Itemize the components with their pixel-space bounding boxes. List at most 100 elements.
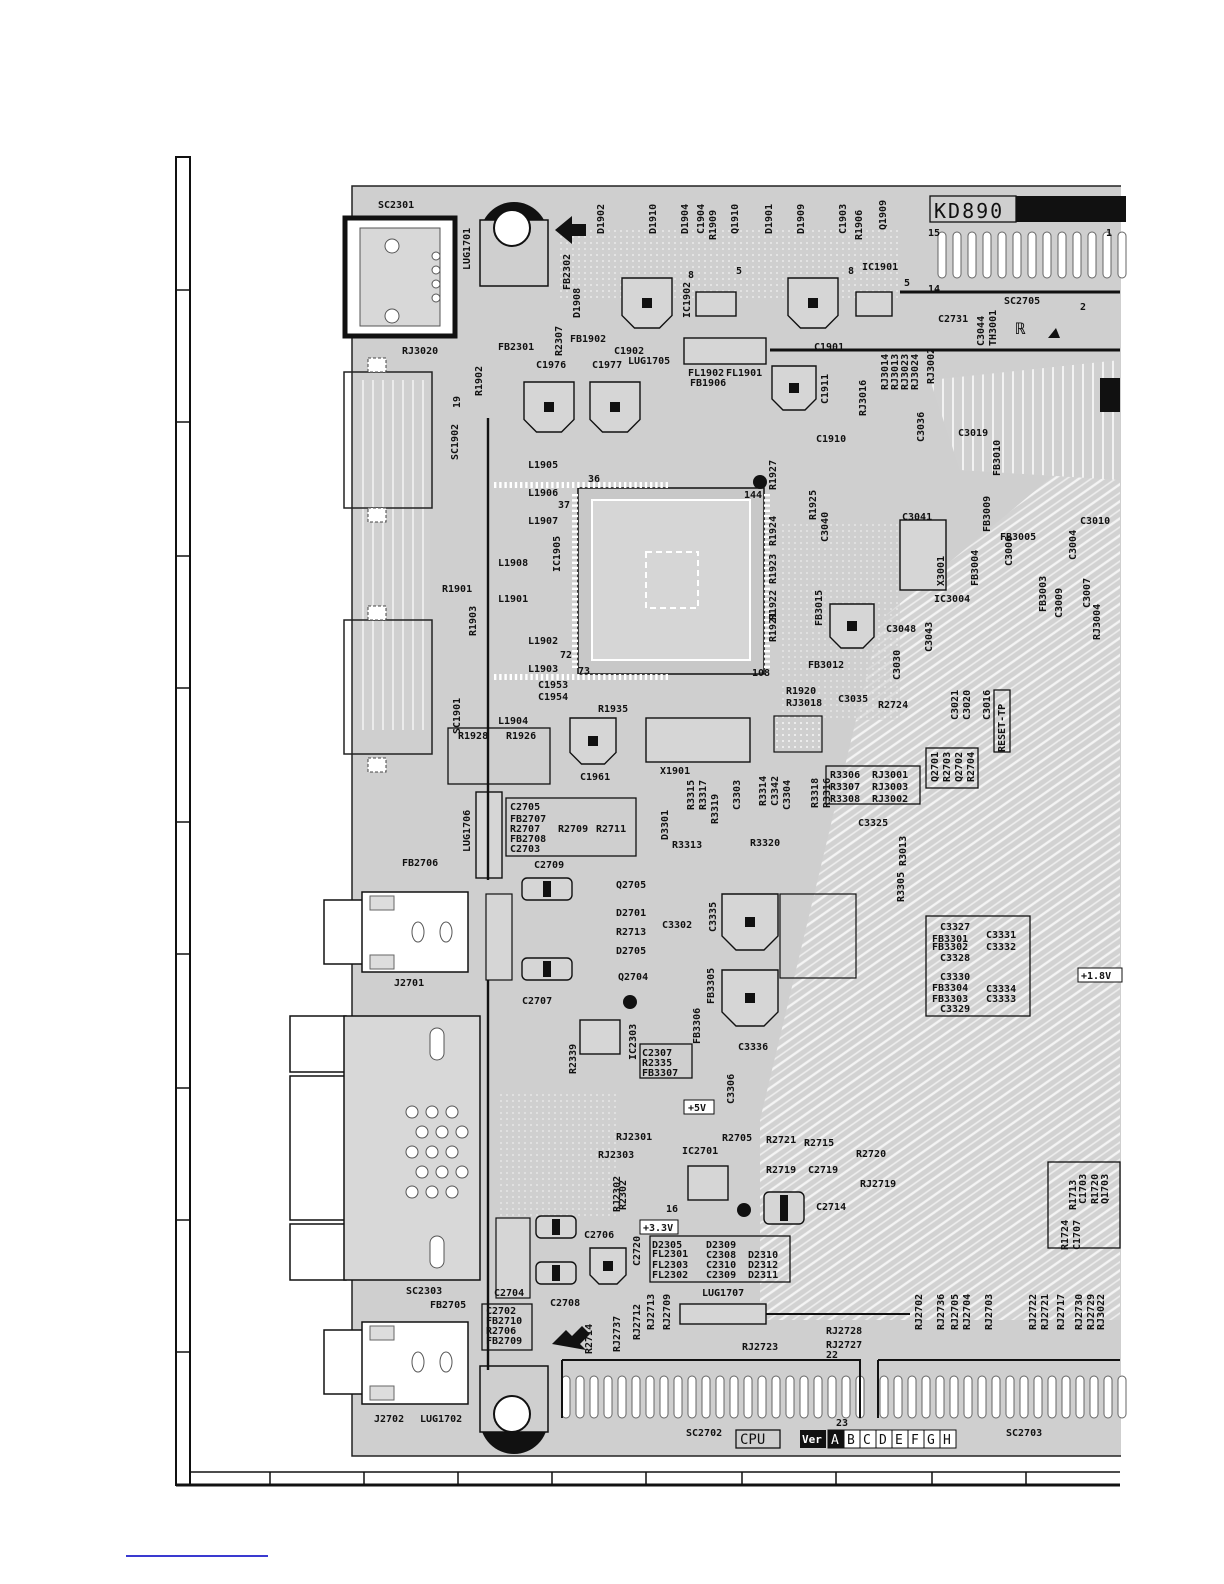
ref-label: LUG1701 <box>462 228 473 270</box>
ic1905-main-processor <box>494 475 770 680</box>
ref-label: RJ3018 <box>786 698 822 709</box>
ref-label: C1703 <box>1078 1174 1089 1204</box>
ref-label: C3006 <box>1004 536 1015 566</box>
ref-label: D2312 <box>748 1260 778 1271</box>
ref-label: FL1902 <box>688 368 724 379</box>
ref-label: 36 <box>588 474 600 485</box>
ref-label: FB2705 <box>430 1300 466 1311</box>
ref-label: C3303 <box>732 780 743 810</box>
ref-label: RJ3004 <box>1092 604 1103 640</box>
ref-label: FB3304 <box>932 983 968 994</box>
ref-label: R2706 <box>486 1326 516 1337</box>
ref-label: R1925 <box>808 490 819 520</box>
ref-label: FL2301 <box>652 1249 688 1260</box>
ref-label: R2713 <box>616 927 646 938</box>
ref-label: C3030 <box>892 650 903 680</box>
ref-label: R1906 <box>854 210 865 240</box>
ref-label: C3342 <box>770 776 781 806</box>
ref-label: 22 <box>826 1350 838 1361</box>
ref-label: R1903 <box>468 606 479 636</box>
ref-label: R3307 <box>830 782 860 793</box>
ref-label: L1906 <box>528 488 558 499</box>
ref-label: Q1909 <box>878 200 889 230</box>
ref-label: R2715 <box>804 1138 834 1149</box>
ref-label: RJ2719 <box>860 1179 896 1190</box>
ver-letter: E <box>895 1433 903 1448</box>
ref-label: D2701 <box>616 908 646 919</box>
j2702-jack <box>323 1321 469 1405</box>
ref-label: D2309 <box>706 1240 736 1251</box>
ref-label: FB3305 <box>706 968 717 1004</box>
ref-label: RJ2702 <box>914 1294 925 1330</box>
ref-label: RJ2737 <box>612 1316 623 1352</box>
ref-label: R1713 <box>1068 1180 1079 1210</box>
ref-label: D2310 <box>748 1250 778 1261</box>
ref-label: RJ2709 <box>662 1294 673 1330</box>
ref-label: 5 <box>736 266 742 277</box>
ref-label: RJ2729 <box>1086 1294 1097 1330</box>
ref-label: C1911 <box>820 374 831 404</box>
ref-label: RJ2703 <box>984 1294 995 1330</box>
ref-label: Q1703 <box>1100 1174 1111 1204</box>
ref-label: R2705 <box>722 1133 752 1144</box>
ref-label: RJ3002 <box>926 348 937 384</box>
ref-label: C1903 <box>838 204 849 234</box>
ref-label: FB3009 <box>982 496 993 532</box>
ref-label: FB3003 <box>1038 576 1049 612</box>
ref-label: C3330 <box>940 972 970 983</box>
ver-letter: F <box>911 1433 919 1448</box>
ref-label: R2302 <box>618 1180 629 1210</box>
ref-label: 37 <box>558 500 570 511</box>
ref-label: 14 <box>928 284 940 295</box>
ver-letter: H <box>943 1433 951 1448</box>
ref-label: R1922 <box>768 590 779 620</box>
ref-label: C1953 <box>538 680 568 691</box>
ref-label: 144 <box>744 490 762 501</box>
ref-label: J2701 <box>394 978 424 989</box>
ref-label: D1902 <box>596 204 607 234</box>
ref-label: 73 <box>578 666 590 677</box>
ref-label: FL2303 <box>652 1260 688 1271</box>
ref-label: C2731 <box>938 314 968 325</box>
ref-label: C1707 <box>1072 1220 1083 1250</box>
ref-label: 8 <box>688 270 694 281</box>
ref-label: C3331 <box>986 930 1016 941</box>
ref-label: FL1901 <box>726 368 762 379</box>
model-badge: KD890 <box>934 196 1126 223</box>
ref-label: C3306 <box>726 1074 737 1104</box>
ref-label: FB2707 <box>510 814 546 825</box>
ref-label: J2702 <box>374 1414 404 1425</box>
ref-label: C3328 <box>940 953 970 964</box>
ref-label: RJ2721 <box>1040 1294 1051 1330</box>
ref-label: SC1902 <box>450 424 461 460</box>
ref-label: FB3306 <box>692 1008 703 1044</box>
ref-label: FB3012 <box>808 660 844 671</box>
ref-label: FB3015 <box>814 590 825 626</box>
ref-label: R3306 <box>830 770 860 781</box>
ref-label: C3302 <box>662 920 692 931</box>
ref-label: D2705 <box>616 946 646 957</box>
ref-label: R1724 <box>1060 1220 1071 1250</box>
ref-label: R1909 <box>708 210 719 240</box>
model-badge-text: KD890 <box>934 199 1004 223</box>
ref-label: RJ2704 <box>962 1294 973 1330</box>
ref-label: C3333 <box>986 994 1016 1005</box>
ref-label: RJ2301 <box>616 1132 652 1143</box>
ref-label: 8 <box>848 266 854 277</box>
ref-label: SC2301 <box>378 200 414 211</box>
ref-label: R2714 <box>584 1324 595 1354</box>
ref-label: C1904 <box>696 204 707 234</box>
ref-label: RJ3016 <box>858 380 869 416</box>
ref-label: C1910 <box>816 434 846 445</box>
ref-label: L1902 <box>528 636 558 647</box>
ref-label: R3320 <box>750 838 780 849</box>
ver-letter: G <box>927 1433 935 1448</box>
ref-label: C2310 <box>706 1260 736 1271</box>
ref-label: C3016 <box>982 690 993 720</box>
ref-label: R2703 <box>942 752 953 782</box>
ver-letter: C <box>863 1433 871 1448</box>
ref-label: FB3302 <box>932 942 968 953</box>
sc1902-connector <box>343 357 433 523</box>
